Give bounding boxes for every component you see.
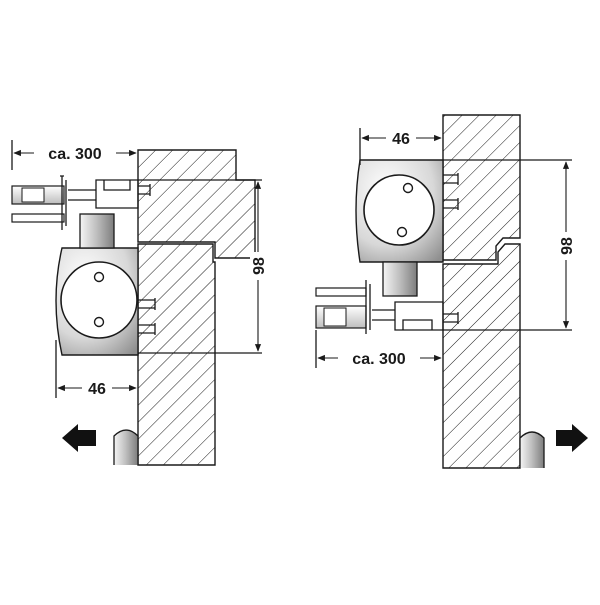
- right-cover-screw-bottom: [396, 226, 408, 238]
- left-dim-arm-label: ca. 300: [48, 146, 101, 163]
- left-screw-1: [138, 184, 151, 196]
- left-frame-section: [137, 149, 256, 259]
- left-bracket-slot: [103, 180, 131, 191]
- left-arm-bracket: [95, 179, 139, 209]
- left-screw-2: [138, 298, 156, 310]
- right-frame-section: [442, 114, 521, 261]
- right-dim-height-label: 98: [559, 237, 576, 255]
- right-arm-break: [365, 280, 371, 334]
- left-arm-lower: [11, 213, 65, 223]
- left-dim-height-label: 98: [251, 257, 268, 275]
- right-arm-upper: [315, 287, 367, 297]
- left-spindle: [79, 213, 115, 249]
- right-door-section: [442, 243, 521, 469]
- left-screw-3: [138, 323, 156, 335]
- left-arm-break: [60, 175, 67, 230]
- right-dim-arm-label: ca. 300: [352, 351, 405, 368]
- right-hinge: [519, 431, 545, 468]
- left-direction-arrow: [62, 424, 96, 452]
- left-cover-screw-top: [93, 271, 105, 283]
- left-dim-width-label: 46: [88, 381, 106, 398]
- left-arm-end: [21, 187, 45, 203]
- right-direction-arrow: [556, 424, 588, 452]
- left-hinge: [113, 429, 139, 465]
- left-arm-link: [68, 189, 96, 201]
- right-arm-end: [323, 307, 347, 327]
- left-diagram: ca. 300 98 46: [11, 140, 268, 466]
- left-closer-cover: [60, 261, 138, 339]
- right-screw-2: [443, 198, 459, 210]
- right-arm-link: [372, 309, 395, 321]
- right-closer-cover: [363, 174, 435, 246]
- right-arm-bracket: [394, 301, 444, 331]
- right-screw-1: [443, 173, 459, 185]
- right-dim-width-label: 46: [392, 131, 410, 148]
- right-screw-3: [443, 312, 459, 324]
- right-cover-screw-top: [402, 182, 414, 194]
- right-bracket-slot: [402, 319, 433, 330]
- left-cover-screw-bottom: [93, 316, 105, 328]
- left-door-section: [137, 243, 216, 466]
- right-spindle: [382, 261, 418, 297]
- right-diagram: 46 98 ca. 300: [315, 114, 588, 469]
